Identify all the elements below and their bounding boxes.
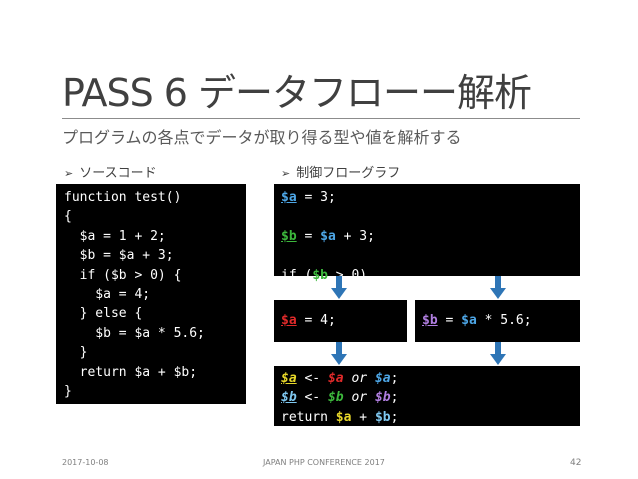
var-b-use: $b — [312, 267, 328, 283]
var-a-def: $a — [281, 190, 297, 205]
code-text: ; — [390, 371, 399, 386]
page-number: 42 — [570, 458, 582, 468]
var-b-def: $b — [281, 228, 297, 244]
footer-date: 2017-10-08 — [62, 458, 109, 467]
bullet-arrow-icon: ➢ — [64, 167, 74, 180]
var-a-use: $a — [320, 228, 336, 244]
code-line: return $a + $b; — [64, 364, 198, 380]
code-text: ; — [390, 409, 399, 425]
down-arrow-icon — [490, 276, 506, 299]
var-b-use: $b — [327, 390, 344, 406]
bullet-source-code: ➢ ソースコード — [64, 162, 157, 181]
var-a-use: $a — [374, 371, 391, 386]
code-line: $a = 1 + 2; — [64, 228, 166, 244]
bullet-arrow-icon: ➢ — [281, 167, 291, 180]
down-arrow-icon — [490, 342, 506, 365]
code-line: function test() — [64, 190, 182, 205]
code-text: + — [351, 409, 375, 425]
cfg-line: $a = 3; — [281, 188, 580, 207]
code-text: <- — [296, 390, 328, 406]
code-text: return — [281, 409, 336, 425]
code-line: $b = $a + 3; — [64, 248, 174, 264]
code-line: { — [64, 209, 72, 225]
code-text: = 4; — [296, 313, 336, 328]
cfg-line: if ($b > 0) — [281, 266, 580, 285]
var-b-use: $b — [374, 390, 391, 406]
cfg-node-else: $b = $a * 5.6; — [415, 300, 580, 342]
cfg-node-entry: $a = 3; $b = $a + 3; if ($b > 0) — [274, 184, 580, 283]
var-a-use: $a — [461, 313, 477, 328]
footer-conference: JAPAN PHP CONFERENCE 2017 — [263, 458, 385, 467]
var-a-def: $a — [281, 313, 297, 328]
down-arrow-icon — [331, 276, 347, 299]
var-a-use: $a — [335, 409, 352, 425]
code-text: if ( — [281, 267, 313, 283]
code-line: } — [64, 384, 72, 400]
cfg-line: $b = $a + 3; — [281, 227, 580, 246]
var-a-phi: $a — [281, 371, 297, 386]
code-text: or — [343, 371, 375, 386]
slide-subtitle: プログラムの各点でデータが取り得る型や値を解析する — [62, 128, 462, 147]
code-text: + 3; — [335, 228, 375, 244]
var-b-def: $b — [422, 313, 438, 328]
code-text: or — [343, 390, 375, 406]
cfg-line: return $a + $b; — [281, 408, 580, 427]
source-code-block: function test() { $a = 1 + 2; $b = $a + 3… — [56, 184, 246, 404]
down-arrow-icon — [331, 342, 347, 365]
code-text: ; — [390, 390, 399, 406]
bullet-label: ソースコード — [79, 166, 157, 181]
code-line: } else { — [64, 306, 143, 322]
bullet-cfg: ➢ 制御フローグラフ — [281, 162, 400, 181]
code-line: } — [64, 345, 88, 361]
code-line: $a = 4; — [64, 287, 151, 303]
code-text: = — [296, 228, 321, 244]
code-text: * 5.6; — [476, 313, 532, 328]
cfg-node-then: $a = 4; — [274, 300, 407, 342]
var-b-phi: $b — [281, 390, 297, 406]
cfg-line: $b <- $b or $b; — [281, 388, 580, 407]
var-b-use: $b — [374, 409, 391, 425]
code-text: = 3; — [296, 190, 336, 205]
bullet-label: 制御フローグラフ — [296, 166, 401, 181]
code-line: if ($b > 0) { — [64, 267, 182, 283]
cfg-node-merge: $a <- $a or $a;$b <- $b or $b;return $a … — [274, 366, 580, 426]
title-divider — [62, 118, 580, 119]
slide-title: PASS 6 データフローー解析 — [62, 71, 532, 115]
code-text: <- — [296, 371, 328, 386]
var-a-use: $a — [327, 371, 344, 386]
cfg-line: $a <- $a or $a; — [281, 369, 580, 388]
code-text: > 0) — [327, 267, 368, 283]
code-text: = — [437, 313, 462, 328]
code-line: $b = $a * 5.6; — [64, 325, 205, 341]
